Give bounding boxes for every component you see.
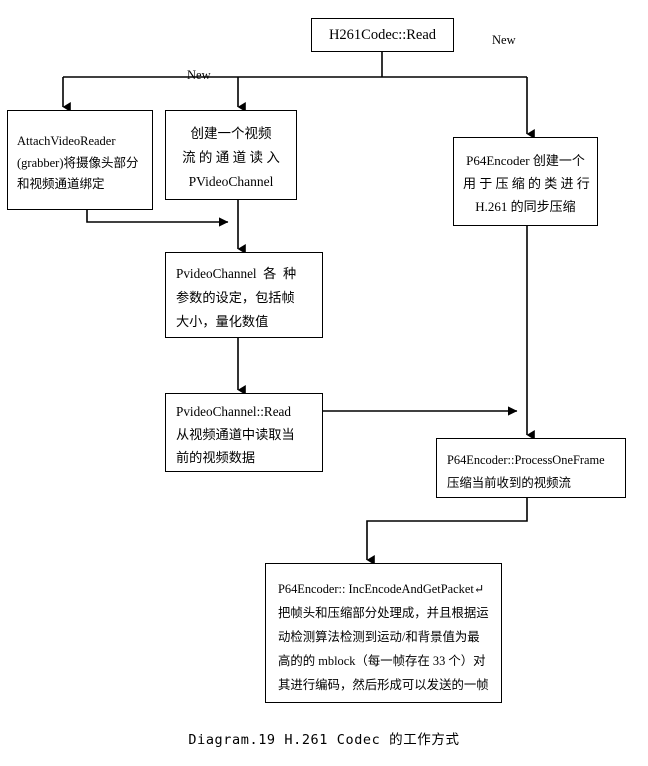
node-pvideochannel-read-line-1: 从视频通道中读取当 <box>176 427 295 443</box>
node-p64encoder-line-1: 用 于 压 缩 的 类 进 行 <box>463 176 590 192</box>
node-create-video-channel-line-1: 流 的 通 道 读 入 <box>182 149 280 165</box>
edge-process-to-inc <box>366 498 528 565</box>
node-process-one-frame-line-0: P64Encoder::ProcessOneFrame <box>447 452 605 467</box>
node-create-video-channel[interactable]: 创建一个视频 流 的 通 道 读 入 PVideoChannel <box>165 110 297 200</box>
node-h261codec-read[interactable]: H261Codec::Read <box>311 18 454 52</box>
node-inc-encode-and-get-packet-line-1: 把帧头和压缩部分处理成，并且根据运 <box>278 606 489 621</box>
node-create-video-channel-line-0: 创建一个视频 <box>190 125 272 141</box>
diagram-caption: Diagram.19 H.261 Codec 的工作方式 <box>188 732 460 748</box>
edge-attach-to-channel <box>86 210 229 227</box>
node-attach-video-reader[interactable]: AttachVideoReader (grabber)将摄像头部分 和视频通道绑… <box>7 110 153 210</box>
node-pvideochannel-read-line-0: PvideoChannel::Read <box>176 404 292 420</box>
node-inc-encode-and-get-packet-line-4: 其进行编码，然后形成可以发送的一帧 <box>278 677 489 692</box>
edge-label-new-left: New <box>187 68 211 82</box>
node-p64encoder-line-0: P64Encoder 创建一个 <box>466 153 585 169</box>
edge-label-new-right: New <box>492 33 516 47</box>
node-inc-encode-and-get-packet[interactable]: P64Encoder:: IncEncodeAndGetPacket↵ 把帧头和… <box>265 563 502 703</box>
node-channel-parameters-line-2: 大小，量化数值 <box>176 313 269 329</box>
node-attach-video-reader-line-1: (grabber)将摄像头部分 <box>17 155 139 170</box>
node-channel-parameters[interactable]: PvideoChannel 各 种 参数的设定，包括帧 大小，量化数值 <box>165 252 323 338</box>
node-create-video-channel-line-2: PVideoChannel <box>188 174 274 189</box>
node-attach-video-reader-line-0: AttachVideoReader <box>17 134 116 149</box>
node-p64encoder-line-2: H.261 的同步压缩 <box>475 198 576 214</box>
node-inc-encode-and-get-packet-line-2: 动检测算法检测到运动/和背景值为最 <box>278 630 480 645</box>
node-process-one-frame[interactable]: P64Encoder::ProcessOneFrame 压缩当前收到的视频流 <box>436 438 626 498</box>
node-inc-encode-and-get-packet-line-3: 高的的 mblock（每一帧存在 33 个）对 <box>278 653 486 668</box>
node-process-one-frame-line-1: 压缩当前收到的视频流 <box>447 475 571 490</box>
node-h261codec-read-line-0: H261Codec::Read <box>328 26 437 43</box>
node-pvideochannel-read-line-2: 前的视频数据 <box>176 449 256 465</box>
node-channel-parameters-line-1: 参数的设定，包括帧 <box>176 290 295 306</box>
node-p64encoder[interactable]: P64Encoder 创建一个 用 于 压 缩 的 类 进 行 H.261 的同… <box>453 137 598 226</box>
node-attach-video-reader-line-2: 和视频通道绑定 <box>17 177 105 192</box>
node-channel-parameters-line-0: PvideoChannel 各 种 <box>176 266 297 282</box>
node-pvideochannel-read[interactable]: PvideoChannel::Read 从视频通道中读取当 前的视频数据 <box>165 393 323 472</box>
node-inc-encode-and-get-packet-line-0: P64Encoder:: IncEncodeAndGetPacket↵ <box>278 582 485 597</box>
